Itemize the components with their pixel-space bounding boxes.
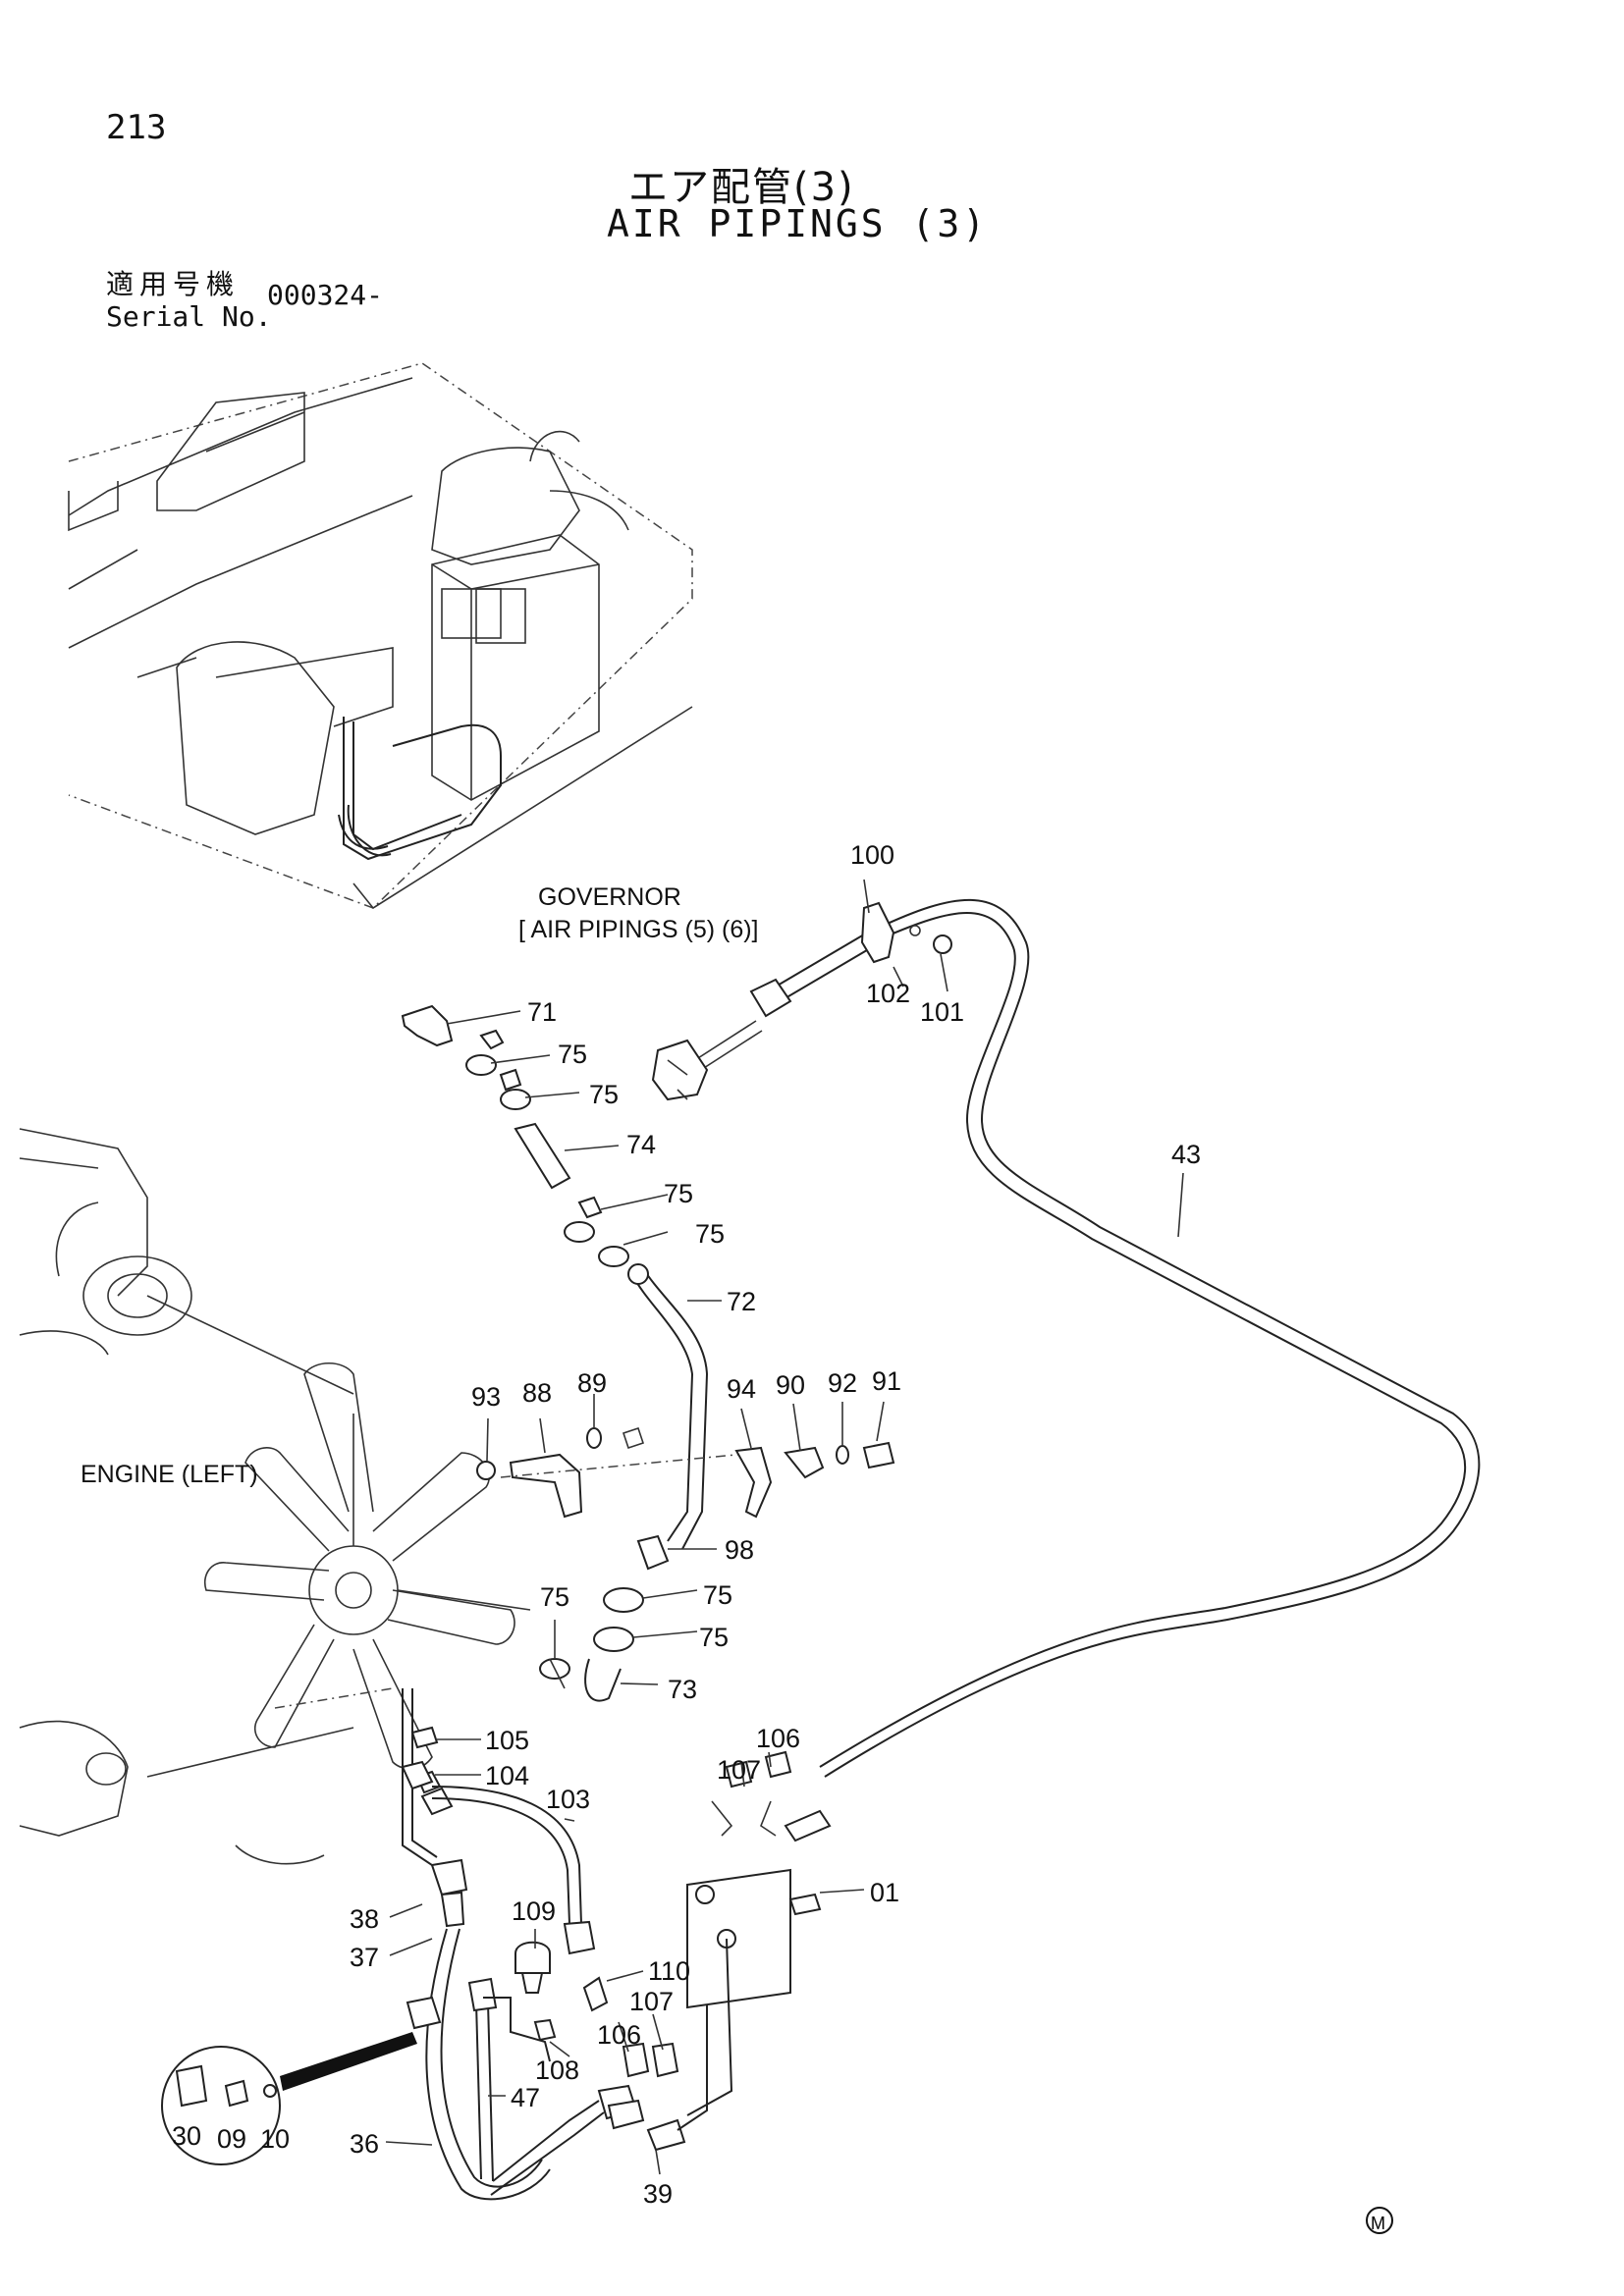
engine-left-label: ENGINE (LEFT) [81, 1461, 258, 1488]
callout-30: 30 [172, 2121, 201, 2151]
callout-101: 101 [920, 997, 964, 1027]
callout-88: 88 [522, 1378, 552, 1408]
bracket-parts [476, 1426, 895, 1519]
callout-75: 75 [664, 1179, 693, 1208]
callout-92: 92 [828, 1368, 857, 1398]
callout-91: 91 [872, 1366, 901, 1396]
page-title: AIR PIPINGS (3) [607, 202, 989, 245]
callout-75: 75 [699, 1623, 729, 1652]
callout-104: 104 [485, 1761, 529, 1790]
callout-89: 89 [577, 1368, 607, 1398]
callout-103: 103 [546, 1785, 590, 1814]
callout-75: 75 [695, 1219, 725, 1249]
callout-39: 39 [643, 2179, 673, 2209]
callout-38: 38 [350, 1904, 379, 1934]
callout-108: 108 [535, 2056, 579, 2085]
callout-72: 72 [727, 1287, 756, 1316]
serial-number-value: 000324- [267, 279, 384, 311]
callout-43: 43 [1171, 1140, 1201, 1169]
pipe-governor [651, 934, 873, 1101]
callout-98: 98 [725, 1535, 754, 1565]
callout-106: 106 [756, 1724, 800, 1753]
leader-lines [385, 879, 1184, 2175]
callout-75: 75 [703, 1580, 732, 1610]
fittings-104-110 [401, 1726, 609, 2042]
callout-107: 107 [717, 1755, 761, 1785]
callout-47: 47 [511, 2083, 540, 2112]
maker-mark-letter: M [1371, 2214, 1385, 2233]
page-title-japanese: エア配管(3) [628, 165, 855, 210]
callout-102: 102 [866, 979, 910, 1008]
detail-inset [161, 1996, 442, 2165]
callout-73: 73 [668, 1675, 697, 1704]
serial-label-japanese: 適用号機 [106, 268, 241, 300]
callout-74: 74 [626, 1130, 656, 1159]
callout-109: 109 [512, 1896, 556, 1926]
callout-94: 94 [727, 1374, 756, 1404]
callout-110: 110 [648, 1956, 690, 1986]
callout-90: 90 [776, 1370, 805, 1400]
callout-93: 93 [471, 1382, 501, 1412]
callout-106: 106 [597, 2020, 641, 2050]
maker-mark-circle [1366, 2207, 1393, 2234]
callout-10: 10 [260, 2124, 290, 2154]
part-100-bracket [860, 901, 952, 964]
governor-label: GOVERNOR [538, 883, 681, 911]
hose-assembly [401, 1004, 709, 1702]
callout-100: 100 [850, 840, 894, 870]
serial-label: Serial No. [106, 300, 272, 333]
governor-reference-label: [ AIR PIPINGS (5) (6)] [518, 916, 759, 943]
engine-overview-sketch [68, 362, 693, 910]
callout-37: 37 [350, 1943, 379, 1972]
callout-75: 75 [558, 1040, 587, 1069]
page-number: 213 [106, 108, 167, 147]
lower-piping [402, 1688, 832, 2201]
callout-75: 75 [589, 1080, 619, 1109]
callout-09: 09 [217, 2124, 246, 2154]
callout-105: 105 [485, 1726, 529, 1755]
engine-left-sketch [19, 1128, 531, 1865]
pipe-43 [819, 898, 1481, 1778]
callout-01: 01 [870, 1878, 899, 1907]
callout-71: 71 [527, 997, 557, 1027]
callout-107: 107 [629, 1987, 674, 2016]
callout-75: 75 [540, 1582, 569, 1612]
callout-36: 36 [350, 2129, 379, 2159]
